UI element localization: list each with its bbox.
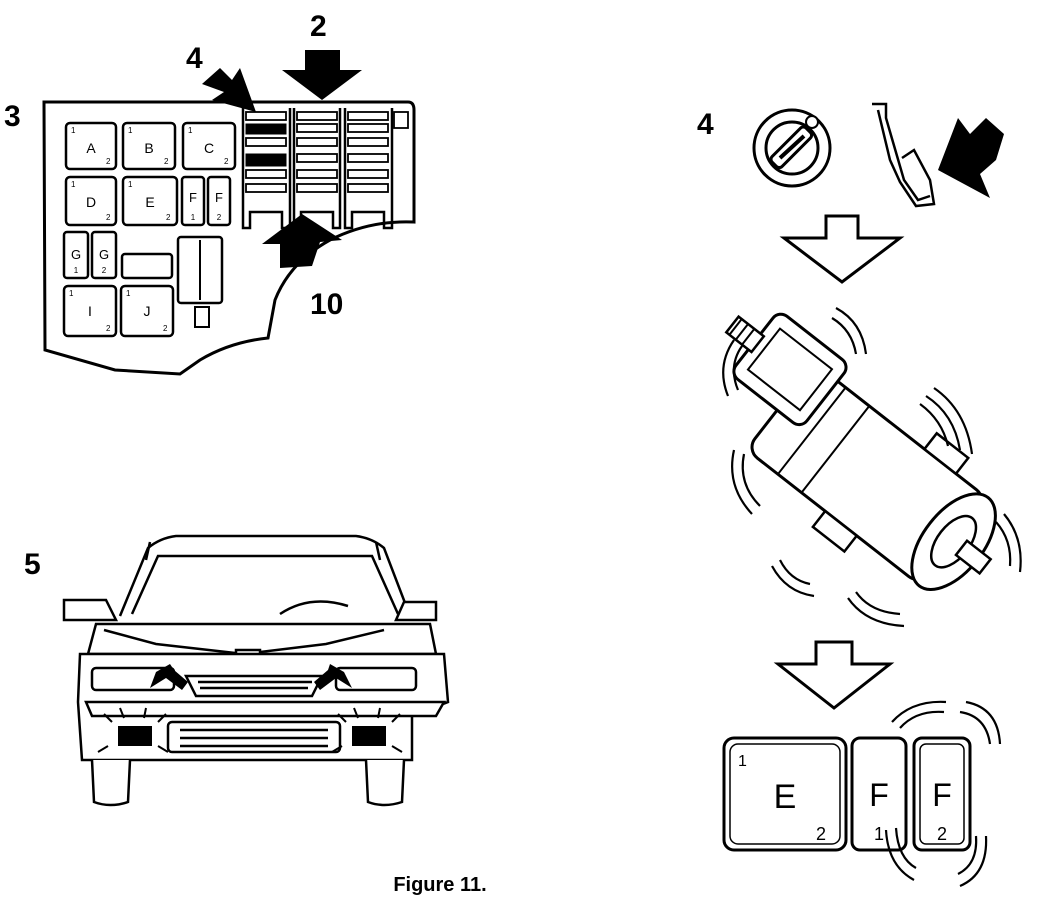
callout-4-relay: 4 (186, 42, 203, 75)
fuse-pin-2: 2 (224, 157, 229, 166)
fog-light-left (118, 726, 152, 746)
fuse-A: A 1 2 (64, 121, 118, 171)
fog-light-right (352, 726, 386, 746)
fuse-pin-2: 2 (106, 324, 111, 333)
arrow-headlight-left-icon (150, 664, 188, 690)
callout-5: 5 (24, 548, 41, 581)
fuse-D: D 1 2 (64, 175, 118, 227)
arrow-headlight-right-icon (314, 664, 352, 690)
fuse-pin-1: 1 (69, 289, 74, 298)
fuse-pin: 2 (217, 213, 222, 222)
large-relay (176, 235, 224, 305)
fuse-letter: F (932, 777, 952, 813)
fuse-letter: G (71, 247, 81, 262)
fuse-pin: 1 (874, 824, 884, 844)
callout-2: 2 (310, 10, 327, 43)
fuse-letter: E (774, 778, 797, 816)
hollow-arrow-down-icon (773, 640, 895, 710)
callout-10: 10 (310, 288, 343, 321)
fuse-pin-2: 2 (106, 157, 111, 166)
fuse-letter: F (189, 190, 197, 205)
fuse-letter: G (99, 247, 109, 262)
figure-caption: Figure 11. (393, 874, 487, 896)
detail-fuse-F2: F 2 (912, 736, 972, 852)
fuse-letter: B (144, 140, 153, 156)
callout-4-ignition: 4 (697, 108, 714, 141)
spare-slot (120, 252, 174, 280)
fuse-box: A 1 2 B 1 2 C 1 2 D 1 2 E 1 2 (42, 50, 416, 376)
fuse-pin: 1 (191, 213, 196, 222)
arrow-diagonal-icon (202, 68, 256, 112)
fuse-G1: G 1 (62, 230, 90, 280)
vibration-lines (722, 307, 1022, 628)
detail-fuse-E: E 1 2 (722, 736, 848, 852)
fuse-pin-1: 1 (71, 126, 76, 135)
motor-icon (722, 307, 1022, 628)
ignition-switch-icon (752, 108, 832, 188)
fuse-letter: J (144, 303, 151, 319)
fuse-C: C 1 2 (181, 121, 237, 171)
arrow-up-icon (262, 214, 342, 268)
fuse-letter: E (145, 194, 154, 210)
small-connector (194, 306, 210, 328)
fuse-pin-2: 2 (166, 213, 171, 222)
fuse-pin-1: 1 (188, 126, 193, 135)
fuse-G2: G 2 (90, 230, 118, 280)
light-rays (97, 707, 403, 753)
fuse-pin-1: 1 (738, 753, 747, 770)
fuse-pin-1: 1 (71, 180, 76, 189)
detail-fuse-F1: F 1 (850, 736, 908, 852)
fuse-pin: 2 (937, 824, 947, 844)
fuse-pin-2: 2 (164, 157, 169, 166)
arrow-down-icon (282, 50, 362, 100)
car-front-icon (62, 534, 450, 807)
fuse-pin-2: 2 (163, 324, 168, 333)
fuse-pin-2: 2 (106, 213, 111, 222)
relay-rail (241, 108, 409, 230)
fuse-pin-2: 2 (816, 824, 826, 844)
fuse-letter: C (204, 140, 214, 156)
fuse-J: J 1 2 (119, 284, 175, 338)
fuse-F2: F 2 (206, 175, 232, 227)
fuse-B: B 1 2 (121, 121, 177, 171)
fuse-letter: A (86, 140, 96, 156)
fuse-pin-1: 1 (126, 289, 131, 298)
fuse-I: I 1 2 (62, 284, 118, 338)
fuse-pin: 2 (102, 266, 107, 275)
arrow-pointing-key-icon (938, 118, 1004, 198)
fuse-pin-1: 1 (128, 126, 133, 135)
fuse-pin-1: 1 (128, 180, 133, 189)
fuse-letter: D (86, 194, 96, 210)
fuse-letter: F (215, 190, 223, 205)
fuse-pin: 1 (74, 266, 79, 275)
fuse-E: E 1 2 (121, 175, 179, 227)
vibration-lines (884, 700, 1002, 888)
hollow-arrow-down-icon (779, 214, 905, 284)
fuse-letter: I (88, 303, 92, 319)
callout-3: 3 (4, 100, 21, 133)
key-icon (872, 102, 936, 208)
fuse-F1: F 1 (180, 175, 206, 227)
fuse-letter: F (869, 777, 889, 813)
